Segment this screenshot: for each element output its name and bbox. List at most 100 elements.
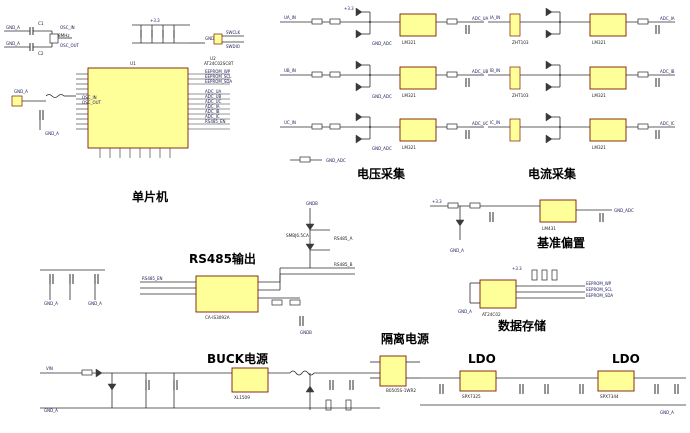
v33-label: +3.3 bbox=[512, 266, 522, 271]
eeprom-part: AT24C02SC8T bbox=[204, 61, 234, 66]
adc-ua-label: ADC_UA bbox=[472, 16, 489, 21]
ct-part: ZHT103 bbox=[512, 40, 529, 45]
svg-text:C1: C1 bbox=[38, 21, 44, 26]
rs485-en-label: RS485_EN bbox=[142, 276, 162, 281]
ldo2-section: SPX7344 GND_A LDO bbox=[560, 352, 686, 415]
voltage-channel-b: UB_IN ADC_UB GND_ADC LM321 bbox=[280, 60, 489, 99]
mcu-bottom-pins bbox=[99, 148, 171, 158]
vdd-label: +3.3 bbox=[150, 18, 160, 23]
rs485-a-label: RS485_A bbox=[334, 236, 353, 241]
adc-ia-pin: ADC_IA bbox=[205, 104, 220, 109]
eeprom-ref: U2 bbox=[210, 56, 216, 61]
gnd-label: GND_A bbox=[44, 301, 58, 306]
ldo2-section-title: LDO bbox=[612, 352, 640, 366]
mcu-left-pins: OSC_IN OSC_OUT bbox=[76, 73, 102, 130]
adc-ib-label: ADC_IB bbox=[660, 69, 675, 74]
ct-part: ZHT103 bbox=[512, 93, 529, 98]
v33-label: +3.3 bbox=[344, 6, 354, 11]
buck-section: VIN XL1509 GND_A BUCK电源 bbox=[40, 351, 380, 413]
opamp-part: LM321 bbox=[402, 40, 416, 45]
ref-part: LM431 bbox=[542, 226, 556, 231]
mcu-ref: U1 bbox=[130, 61, 136, 66]
ldo1-section-title: LDO bbox=[468, 352, 496, 366]
rs485-section: GNDB RS485_A RS485_B SMBJ6.5CA CA-IS3092… bbox=[40, 201, 355, 335]
crystal-circuit: GND_A GND_A OSC_IN OSC_OUT C1 C2 8MHz bbox=[4, 21, 80, 56]
current-channel-b: IB_IN ADC_IB ZHT103 LM321 bbox=[488, 60, 675, 98]
rs485-en-pin: RS485_EN bbox=[205, 119, 225, 124]
iso-part: B0505S-1WR2 bbox=[386, 388, 416, 393]
adc-ic-label: ADC_IC bbox=[660, 121, 675, 126]
opamp-part: LM321 bbox=[402, 145, 416, 150]
osc-in-label: OSC_IN bbox=[60, 25, 75, 30]
voltage-section: UA_IN ADC_UA GND_ADC LM321 +3.3 UB_IN bbox=[280, 6, 489, 181]
ib-in-label: IB_IN bbox=[490, 68, 500, 73]
reset-circuit: GND_A GND_A bbox=[11, 89, 76, 136]
current-section-title: 电流采集 bbox=[528, 166, 577, 181]
gndb-label: GNDB bbox=[306, 201, 318, 206]
mcu-section: GND_A GND_A OSC_IN OSC_OUT C1 C2 8MHz +3… bbox=[4, 18, 244, 204]
mcu-section-title: 单片机 bbox=[132, 189, 168, 204]
rs485-part: CA-IS3092A bbox=[205, 315, 230, 320]
gnd-label: GND_A bbox=[45, 131, 59, 136]
adc-ub-label: ADC_UB bbox=[472, 69, 489, 74]
osc-in-pin: OSC_IN bbox=[82, 95, 97, 100]
gnd-label: GND_A bbox=[14, 89, 28, 94]
eeprom-wp-label: EEPROM_WP bbox=[586, 281, 612, 286]
adc-ub-pin: ADC_UB bbox=[205, 94, 222, 99]
ub-in-label: UB_IN bbox=[284, 68, 296, 73]
rs485-b-label: RS485_B bbox=[334, 262, 353, 267]
reference-section: +3.3 GND_ADC LM431 GND_A 基准偏置 bbox=[430, 199, 634, 253]
adc-ua-pin: ADC_UA bbox=[205, 89, 222, 94]
gnd-adc-label: GND_ADC bbox=[372, 41, 392, 46]
gnd-label: GND_A bbox=[450, 248, 464, 253]
mcu-chip bbox=[87, 67, 189, 149]
osc-out-label: OSC_OUT bbox=[60, 43, 80, 48]
mcu-decoupling: +3.3 GND_A bbox=[132, 18, 219, 44]
vin-label: VIN bbox=[46, 366, 53, 371]
adc-ia-label: ADC_IA bbox=[660, 16, 675, 21]
gndb-label: GNDB bbox=[300, 330, 312, 335]
reference-section-title: 基准偏置 bbox=[536, 235, 585, 250]
svg-text:8MHz: 8MHz bbox=[58, 33, 70, 38]
gnd-label: GND_A bbox=[660, 410, 674, 415]
osc-out-pin: OSC_OUT bbox=[82, 100, 102, 105]
ic-in-label: IC_IN bbox=[490, 120, 500, 125]
gnd-adc-label: GND_ADC bbox=[372, 94, 392, 99]
eeprom-wp-pin: EEPROM_WP bbox=[205, 69, 231, 74]
gnd-label: GND_A bbox=[458, 309, 472, 314]
gnd-adc-label: GND_ADC bbox=[614, 208, 634, 213]
voltage-channel-c: UC_IN ADC_UC GND_ADC LM321 bbox=[280, 112, 489, 151]
voltage-channel-a: UA_IN ADC_UA GND_ADC LM321 +3.3 bbox=[280, 6, 489, 46]
eeprom-scl-pin: EEPROM_SCL bbox=[205, 74, 232, 79]
swd-header: SWCLK SWDIO bbox=[213, 30, 244, 49]
storage-section: +3.3 EEPROM_WP EEPROM_SCL EEPROM_SDA AT2… bbox=[458, 266, 613, 333]
ua-in-label: UA_IN bbox=[284, 15, 296, 20]
swdio-label: SWDIO bbox=[226, 44, 240, 49]
uc-in-label: UC_IN bbox=[284, 120, 296, 125]
adc-uc-label: ADC_UC bbox=[472, 121, 489, 126]
swclk-label: SWCLK bbox=[226, 30, 241, 35]
storage-section-title: 数据存储 bbox=[498, 318, 546, 333]
v33-label: +3.3 bbox=[432, 199, 442, 204]
gnd-label: GND_A bbox=[88, 301, 102, 306]
eeprom-scl-label: EEPROM_SCL bbox=[586, 287, 613, 292]
ldo1-part: SPX7325 bbox=[462, 394, 481, 399]
buck-section-title: BUCK电源 bbox=[207, 351, 268, 366]
current-channel-a: IA_IN ADC_IA ZHT103 LM321 bbox=[488, 7, 675, 45]
gnd-adc-label: GND_ADC bbox=[326, 158, 346, 163]
isolated-section: B0505S-1WR2 隔离电源 bbox=[370, 331, 429, 393]
current-section: IA_IN ADC_IA ZHT103 LM321 IB_IN bbox=[488, 7, 675, 181]
adc-uc-pin: ADC_UC bbox=[205, 99, 222, 104]
tvs-part: SMBJ6.5CA bbox=[286, 233, 309, 238]
isolated-section-title: 隔离电源 bbox=[381, 331, 429, 346]
opamp-part: LM321 bbox=[592, 40, 606, 45]
svg-text:C2: C2 bbox=[38, 51, 44, 56]
rs485-section-title: RS485输出 bbox=[189, 251, 256, 266]
opamp-part: LM321 bbox=[592, 145, 606, 150]
adc-ic-pin: ADC_IC bbox=[205, 114, 220, 119]
eeprom-sda-label: EEPROM_SDA bbox=[586, 293, 613, 298]
mcu-right-pins: EEPROM_WP EEPROM_SCL EEPROM_SDA ADC_UA A… bbox=[188, 69, 232, 130]
opamp-part: LM321 bbox=[592, 93, 606, 98]
voltage-section-title: 电压采集 bbox=[357, 166, 406, 181]
opamp-part: LM321 bbox=[402, 93, 416, 98]
